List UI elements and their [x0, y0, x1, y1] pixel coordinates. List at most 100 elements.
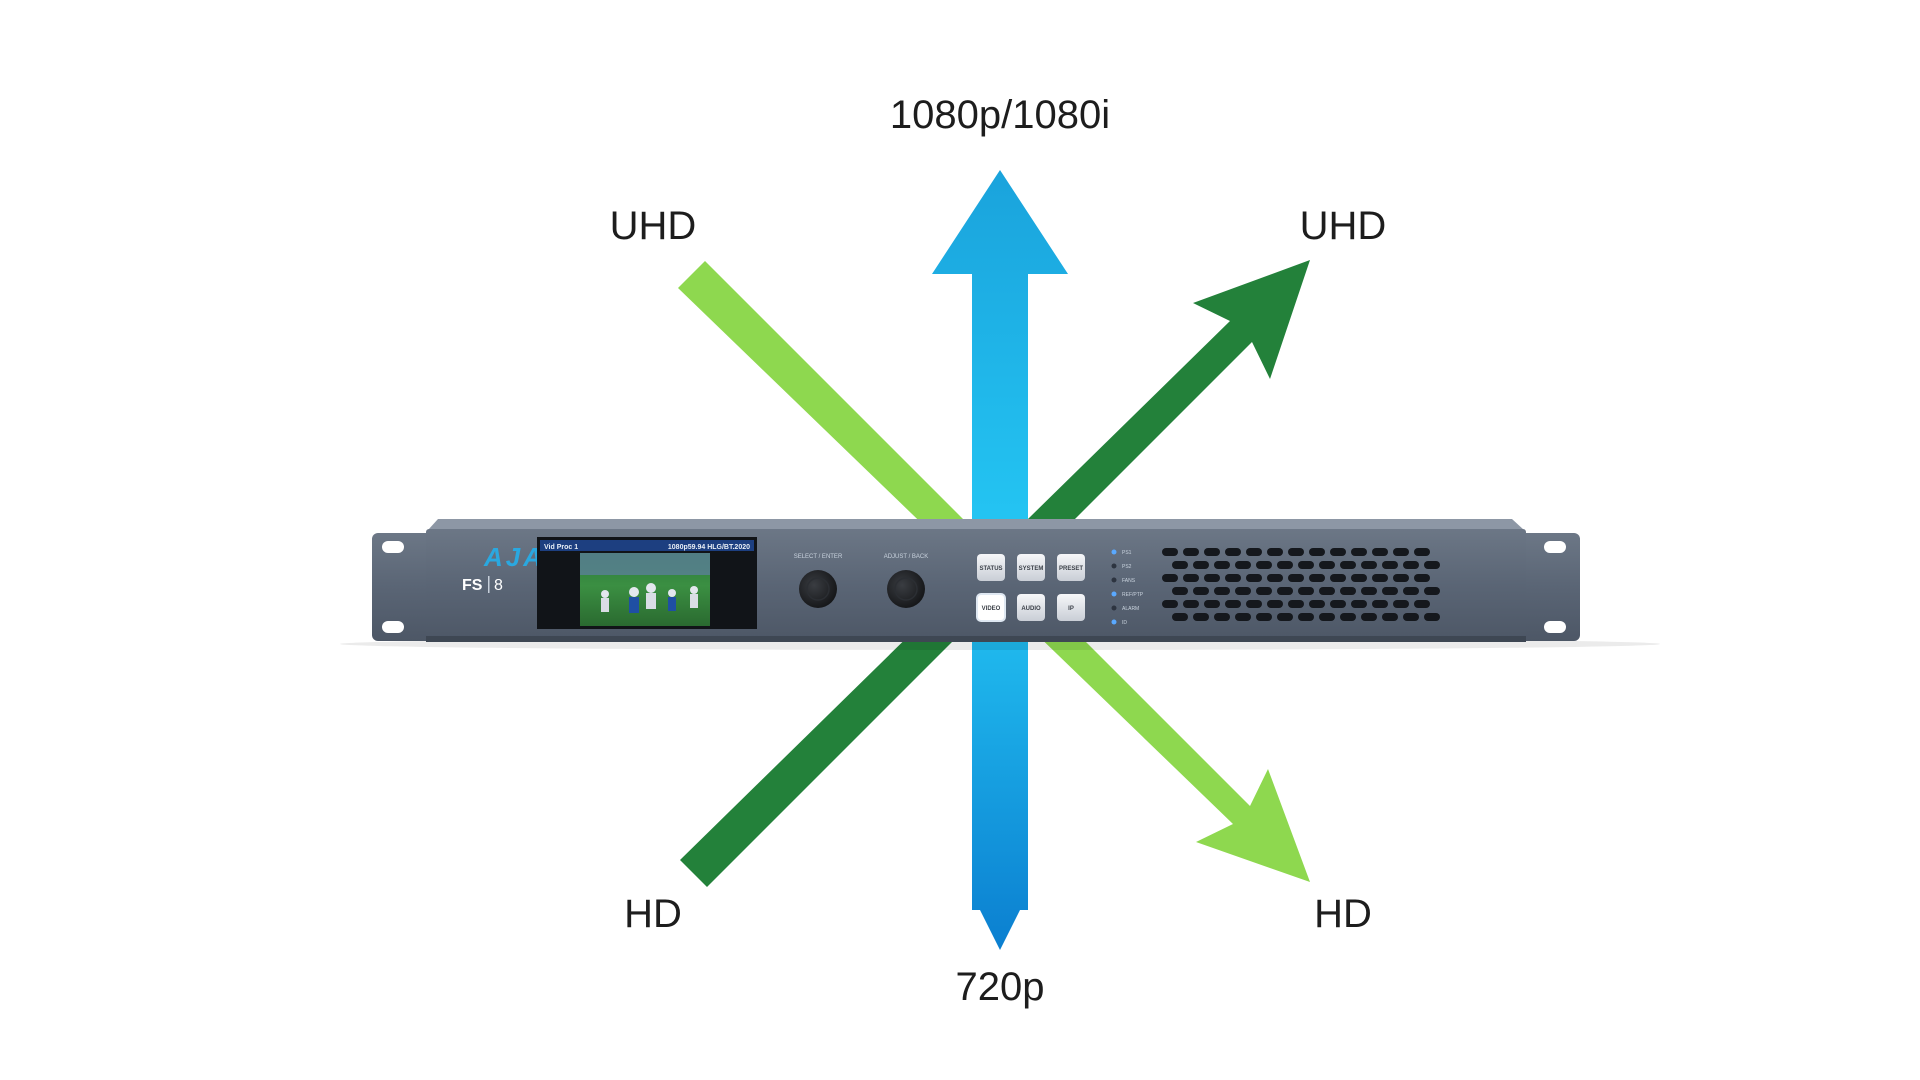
led-ref-ptp: REF/PTP: [1111, 591, 1144, 598]
lcd-format: 1080p59.94 HLG/BT.2020: [668, 544, 750, 551]
status-button[interactable]: STATUS: [977, 554, 1005, 581]
vent-slot: [1204, 600, 1220, 608]
vent-slot: [1298, 561, 1314, 569]
vent-slot: [1319, 561, 1335, 569]
svg-text:ALARM: ALARM: [1122, 606, 1139, 612]
vent-slot: [1414, 600, 1430, 608]
vent-slot: [1309, 548, 1325, 556]
vent-slot: [1277, 561, 1293, 569]
adjust-back-knob[interactable]: [887, 570, 925, 608]
svg-text:PS1: PS1: [1122, 550, 1132, 556]
vent-slot: [1267, 574, 1283, 582]
vent-slot: [1330, 600, 1346, 608]
vent-slot: [1267, 548, 1283, 556]
vent-slot: [1204, 548, 1220, 556]
vent-slot: [1309, 600, 1325, 608]
vent-slot: [1330, 548, 1346, 556]
vent-slot: [1193, 613, 1209, 621]
vent-slot: [1183, 574, 1199, 582]
model-number: 8: [494, 577, 503, 594]
ip-button[interactable]: IP: [1057, 594, 1085, 621]
label-top-left-uhd: UHD: [610, 204, 697, 248]
label-top-1080: 1080p/1080i: [890, 93, 1110, 137]
vent-slot: [1403, 613, 1419, 621]
vent-slot: [1225, 600, 1241, 608]
vent-slot: [1214, 561, 1230, 569]
label-bottom-right-hd: HD: [1314, 892, 1372, 936]
label-bottom-left-hd: HD: [624, 892, 682, 936]
vent-slot: [1361, 613, 1377, 621]
vent-slot: [1424, 561, 1440, 569]
vent-slot: [1193, 561, 1209, 569]
svg-text:AJA: AJA: [483, 542, 545, 572]
svg-text:VIDEO: VIDEO: [982, 606, 1001, 612]
vent-slot: [1298, 613, 1314, 621]
vent-slot: [1267, 600, 1283, 608]
vent-slot: [1288, 600, 1304, 608]
vent-slot: [1424, 613, 1440, 621]
vent-slot: [1372, 600, 1388, 608]
vent-slot: [1162, 548, 1178, 556]
left-mount-hole-bottom: [382, 621, 404, 633]
vent-slot: [1403, 587, 1419, 595]
svg-text:PS2: PS2: [1122, 564, 1132, 570]
vent-slot: [1340, 561, 1356, 569]
vent-slot: [1172, 613, 1188, 621]
vent-slot: [1414, 574, 1430, 582]
vent-slot: [1172, 587, 1188, 595]
svg-text:AUDIO: AUDIO: [1021, 606, 1041, 612]
vent-slot: [1246, 600, 1262, 608]
label-bottom-720p: 720p: [956, 965, 1045, 1009]
audio-button[interactable]: AUDIO: [1017, 594, 1045, 621]
vent-slot: [1351, 548, 1367, 556]
vent-slot: [1298, 587, 1314, 595]
video-button[interactable]: VIDEO: [976, 593, 1006, 622]
select-enter-knob[interactable]: [799, 570, 837, 608]
right-mount-hole-top: [1544, 541, 1566, 553]
lcd-title: Vid Proc 1: [544, 544, 578, 551]
preset-button[interactable]: PRESET: [1057, 554, 1085, 581]
label-top-right-uhd: UHD: [1300, 204, 1387, 248]
vent-slot: [1183, 600, 1199, 608]
svg-text:SYSTEM: SYSTEM: [1019, 566, 1044, 572]
system-button[interactable]: SYSTEM: [1017, 554, 1045, 581]
vent-slot: [1361, 587, 1377, 595]
vent-slot: [1172, 561, 1188, 569]
vent-slot: [1414, 548, 1430, 556]
svg-text:STATUS: STATUS: [979, 566, 1002, 572]
led-fans: FANS: [1111, 577, 1136, 584]
vent-slot: [1340, 587, 1356, 595]
vent-slot: [1204, 574, 1220, 582]
led-alarm: ALARM: [1111, 605, 1139, 612]
knob-label-adjust-back: ADJUST / BACK: [884, 554, 929, 560]
vent-slot: [1309, 574, 1325, 582]
vent-slot: [1372, 574, 1388, 582]
vent-slot: [1246, 574, 1262, 582]
vent-slot: [1256, 587, 1272, 595]
vent-slot: [1288, 548, 1304, 556]
vent-slot: [1361, 561, 1377, 569]
vent-slot: [1330, 574, 1346, 582]
aja-logo: AJA: [483, 542, 545, 572]
knob-label-select-enter: SELECT / ENTER: [794, 554, 843, 560]
right-rack-ear: [1518, 533, 1580, 641]
led-ps1: PS1: [1111, 549, 1132, 556]
vent-slot: [1319, 587, 1335, 595]
vent-slot: [1246, 548, 1262, 556]
vent-slot: [1193, 587, 1209, 595]
vent-slot: [1351, 574, 1367, 582]
svg-text:FANS: FANS: [1122, 578, 1136, 584]
lcd-header-bar: [540, 540, 754, 551]
vent-slot: [1277, 613, 1293, 621]
svg-text:PRESET: PRESET: [1059, 566, 1083, 572]
vent-slot: [1372, 548, 1388, 556]
vent-slot: [1382, 561, 1398, 569]
led-ps2: PS2: [1111, 563, 1132, 570]
vent-slot: [1183, 548, 1199, 556]
right-mount-hole-bottom: [1544, 621, 1566, 633]
svg-text:REF/PTP: REF/PTP: [1122, 592, 1144, 598]
svg-text:ID: ID: [1122, 620, 1127, 626]
vent-slot: [1424, 587, 1440, 595]
vent-slot: [1256, 561, 1272, 569]
